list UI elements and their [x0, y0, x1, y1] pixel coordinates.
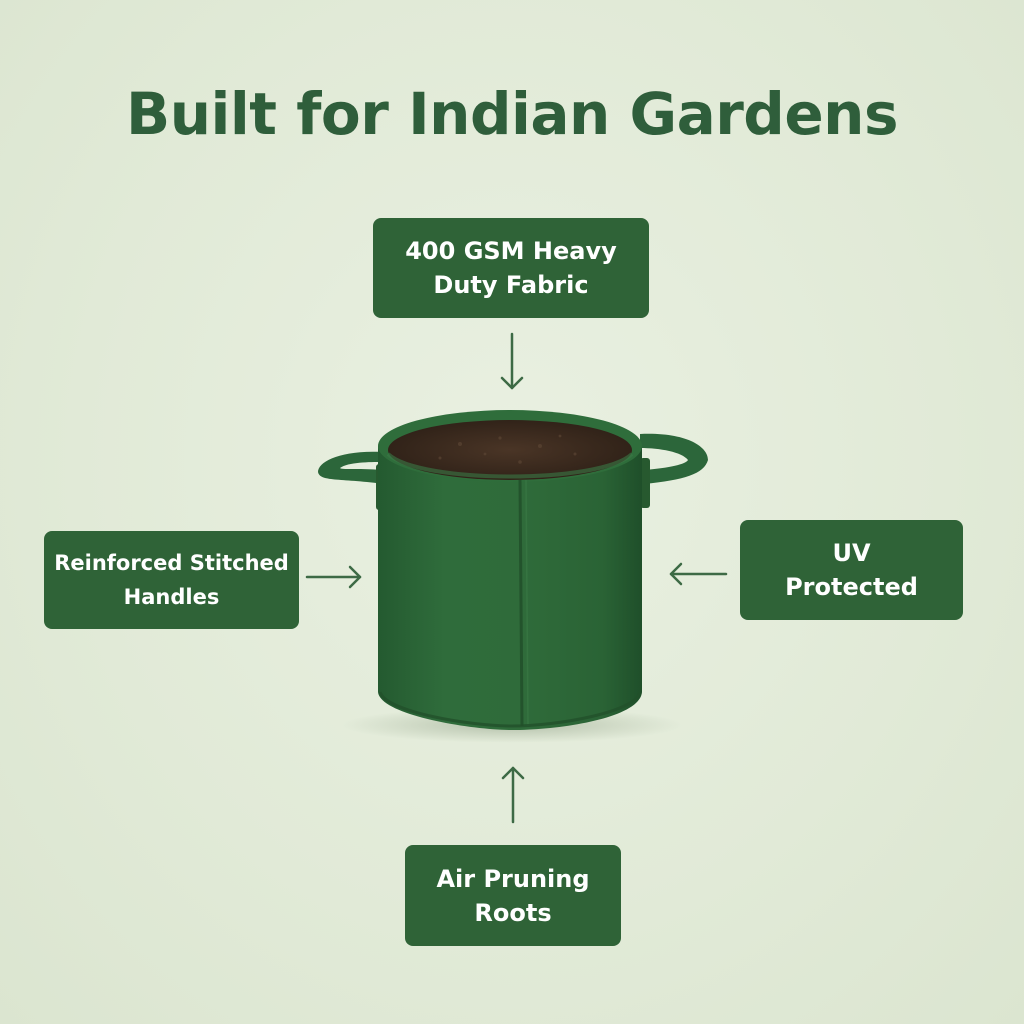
callout-fabric-line1: 400 GSM Heavy	[405, 237, 617, 265]
arrow-down-icon	[500, 332, 524, 390]
callout-air-pruning-line1: Air Pruning	[436, 864, 590, 893]
callout-fabric-line2: Duty Fabric	[433, 271, 589, 299]
callout-uv-line2: Protected	[785, 573, 918, 601]
callout-fabric: 400 GSM Heavy Duty Fabric	[373, 218, 649, 318]
right-handle-strap	[640, 458, 650, 508]
callout-uv-line1: UV	[832, 539, 871, 567]
callout-handles-line1: Reinforced Stitched	[54, 551, 289, 575]
callout-air-pruning-line2: Roots	[474, 898, 552, 927]
arrow-right-icon	[305, 565, 362, 589]
grow-bag-illustration	[318, 410, 708, 743]
callout-handles: Reinforced Stitched Handles	[44, 531, 299, 629]
bag-body	[378, 446, 642, 730]
arrow-up-icon	[501, 766, 525, 824]
left-handle	[318, 451, 384, 484]
callout-handles-line2: Handles	[123, 585, 220, 609]
soil	[388, 420, 632, 480]
callout-air-pruning: Air Pruning Roots	[405, 845, 621, 946]
arrow-left-icon	[669, 562, 728, 586]
page-title: Built for Indian Gardens	[126, 80, 898, 148]
callout-uv: UV Protected	[740, 520, 963, 620]
bag-seam	[518, 479, 524, 727]
right-handle	[640, 433, 708, 484]
